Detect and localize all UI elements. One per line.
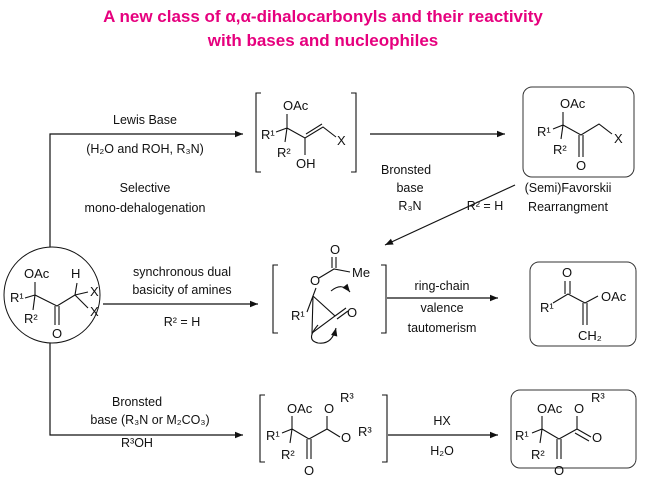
atom-o1: O [324,401,334,416]
label-r2-h-mid: R² = H [164,315,200,329]
atom-r1: R¹ [537,124,551,139]
label-bronsted-bottom: Bronsted [112,395,162,409]
product-box-1: OAc R¹ R² O X [522,86,635,178]
atom-x2: X [90,304,99,319]
label-rearrangement: Rearrangment [528,200,608,214]
label-basicity: basicity of amines [132,283,231,297]
hemiacetal-intermediate: OAc O R³ R¹ R² O O R³ [259,390,388,478]
atom-r3-2: R³ [358,424,372,439]
atom-oac: OAc [24,266,50,281]
atom-o1: O [574,401,584,416]
arrow-top [49,130,243,248]
atom-r1: R¹ [10,290,24,305]
atom-o-ketone: O [554,463,564,478]
atom-r3-1: R³ [340,390,354,405]
label-bronsted: Bronsted [381,163,431,177]
label-r2-h: R² = H [467,199,503,213]
atom-r1: R¹ [266,428,280,443]
atom-o: O [330,242,340,257]
atom-o-ester: O [592,430,602,445]
atom-o: O [562,265,572,280]
product-box-2: O R¹ OAc CH₂ [529,261,637,347]
atom-r2: R² [531,447,545,462]
atom-ch2: CH₂ [578,328,602,343]
atom-r1: R¹ [515,428,529,443]
label-semi-favorskii: (Semi)Favorskii [525,181,612,195]
atom-r1: R¹ [261,127,275,142]
atom-o: O [576,158,586,173]
atom-r1: R¹ [540,300,554,315]
atom-o: O [52,326,62,341]
label-tautomerism: tautomerism [408,321,477,335]
atom-o-ketone: O [304,463,314,478]
label-r3oh: R³OH [121,436,153,450]
atom-r2: R² [24,311,38,326]
atom-r2: R² [281,447,295,462]
atom-oac: OAc [601,289,627,304]
atom-o-ketone: O [347,305,357,320]
arrow-bottom [49,342,243,439]
label-conditions: (H₂O and ROH, R₃N) [86,142,204,156]
enol-intermediate: OAc R¹ R² OH X [255,92,357,173]
atom-oac: OAc [283,98,309,113]
atom-oh: OH [296,156,316,171]
cyclopropanone-intermediate: O Me O R¹ O [272,242,387,344]
starting-material: OAc H R¹ R² X X O [3,246,101,344]
atom-x: X [614,131,623,146]
atom-oac: OAc [537,401,563,416]
atom-me: Me [352,265,370,280]
label-mono-dehalogenation: mono-dehalogenation [85,201,206,215]
atom-x: X [337,133,346,148]
label-r3n: R₃N [398,199,421,213]
product-box-3: OAc O R³ R¹ R² O O [510,389,637,478]
atom-r2: R² [553,142,567,157]
label-base-bottom: base (R₃N or M₂CO₃) [90,413,209,427]
atom-oac: OAc [560,96,586,111]
atom-o-ester: O [310,273,320,288]
label-selective: Selective [120,181,171,195]
title-line-1: A new class of α,α-dihalocarbonyls and t… [103,7,543,26]
atom-r1: R¹ [291,308,305,323]
atom-h: H [71,266,80,281]
arrow-favorskii [384,184,516,246]
label-synchronous: synchronous dual [133,265,231,279]
label-h2o: H₂O [430,444,454,458]
atom-x1: X [90,284,99,299]
atom-oac: OAc [287,401,313,416]
title-line-2: with bases and nucleophiles [207,31,439,50]
atom-r3: R³ [591,390,605,405]
label-valence: valence [420,301,463,315]
label-lewis-base: Lewis Base [113,113,177,127]
label-ring-chain: ring-chain [415,279,470,293]
label-hx: HX [433,414,451,428]
atom-o2: O [341,430,351,445]
label-base: base [396,181,423,195]
atom-r2: R² [277,145,291,160]
